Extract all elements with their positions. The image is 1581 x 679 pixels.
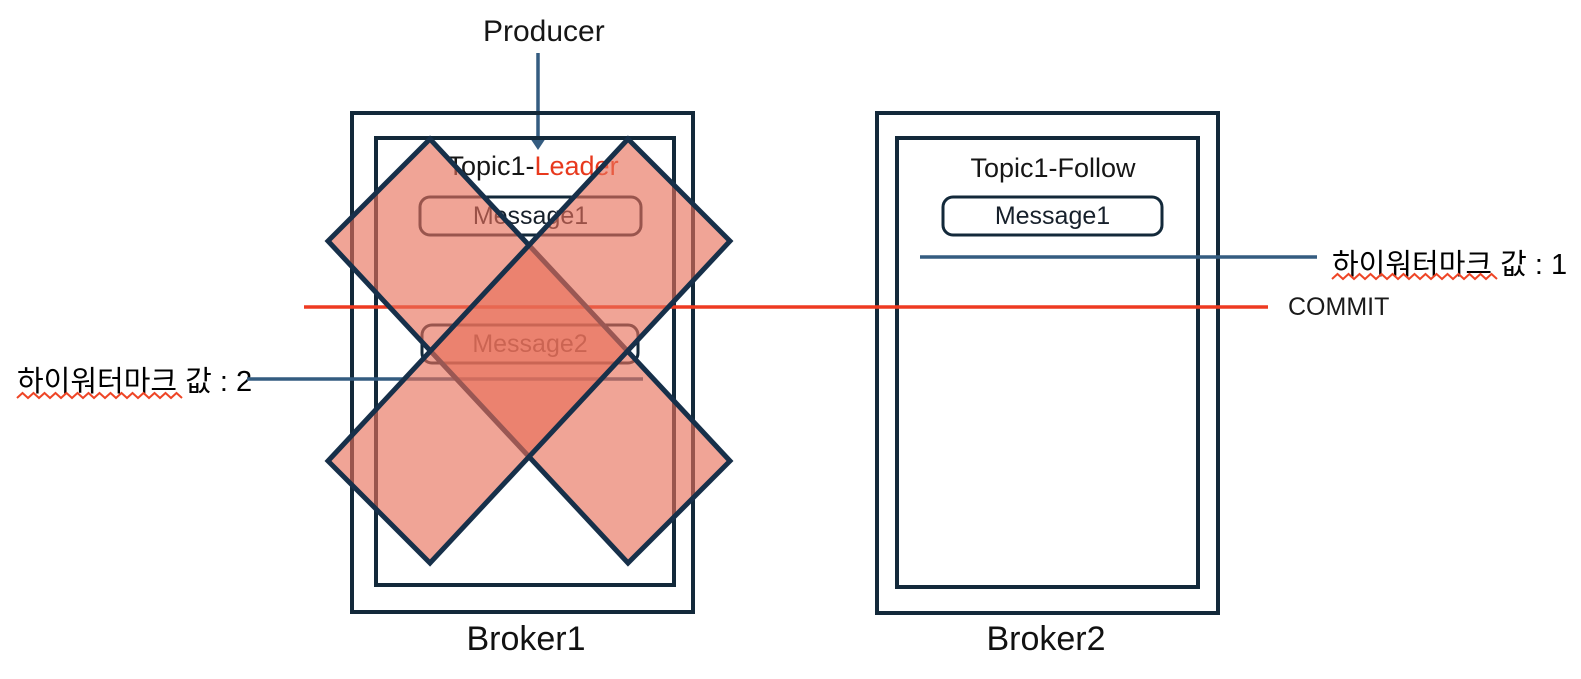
broker1-label: Broker1 (466, 620, 586, 658)
broker1-message1-label: Message1 (472, 202, 589, 230)
broker1-highwatermark-label: 하이워터마크 값 : 2 (17, 366, 253, 398)
commit-label: COMMIT (1288, 293, 1390, 321)
broker2-topic-title: Topic1-Follow (970, 153, 1136, 183)
broker2-label: Broker2 (986, 620, 1106, 658)
producer-arrow-icon (530, 53, 546, 150)
broker1-message2-label: Message2 (472, 330, 588, 358)
topic1-prefix-text: Topic1- (447, 151, 535, 181)
broker1-topic-title: Topic1-Leader (428, 151, 638, 182)
broker2-highwatermark-label: 하이워터마크 값 : 1 (1332, 249, 1568, 281)
leader-text: Leader (534, 151, 619, 181)
broker2-message1-label: Message1 (994, 202, 1111, 230)
producer-label: Producer (483, 15, 605, 48)
broker2-outer-box (875, 111, 1220, 615)
